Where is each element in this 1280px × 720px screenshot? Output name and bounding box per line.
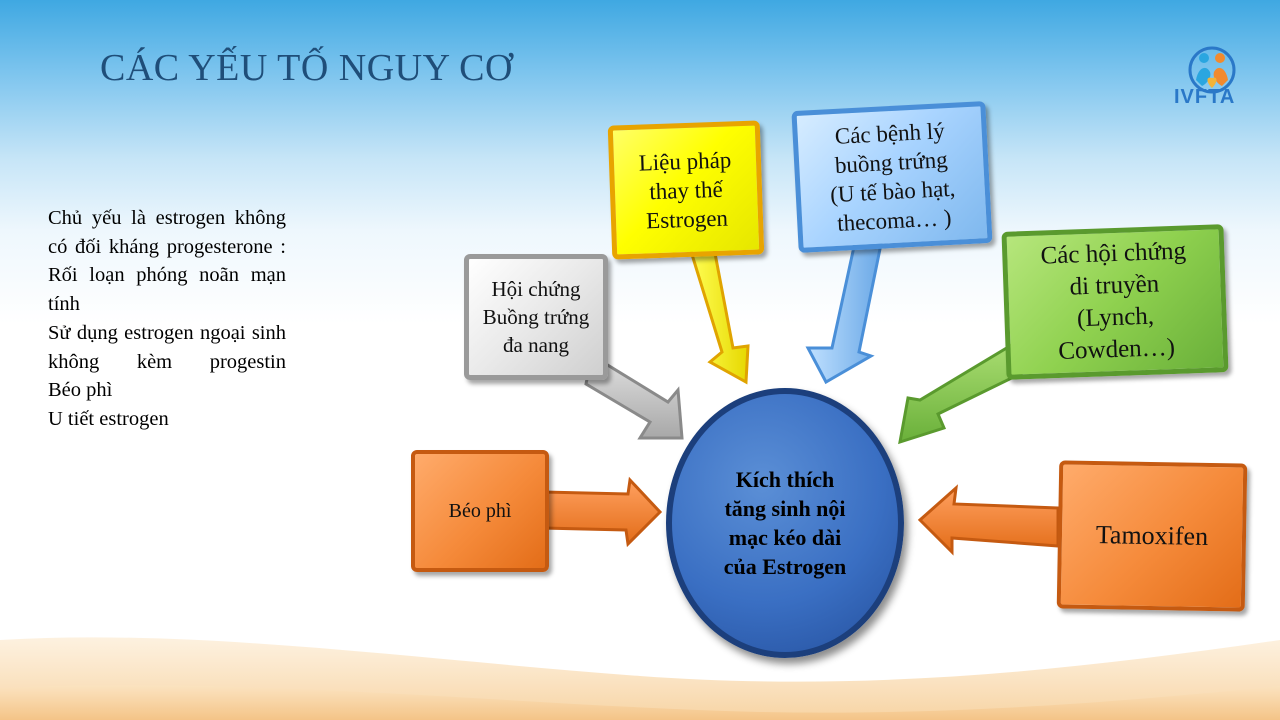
node-label: (Lynch, (1076, 302, 1155, 333)
center-label: mạc kéo dài (728, 525, 842, 550)
ivfta-logo-icon (1188, 46, 1236, 94)
bullet-item: Rối loạn phóng noãn mạn tính (48, 264, 286, 316)
node-label: đa nang (503, 333, 569, 357)
bullet-item: U tiết estrogen (48, 407, 169, 430)
node-obesity: Béo phì (411, 450, 549, 572)
arrow-orange-right (917, 484, 1060, 556)
node-label: Estrogen (645, 205, 729, 233)
arrow-yellow (687, 246, 750, 385)
node-label: Béo phì (448, 499, 512, 522)
center-node: Kích thích tăng sinh nội mạc kéo dài của… (666, 388, 904, 658)
bullet-item: Chủ yếu là estrogen không có đối kháng p… (48, 207, 286, 258)
node-pcos: Hội chứng Buồng trứng đa nang (464, 254, 608, 380)
node-label: di truyền (1069, 270, 1160, 301)
node-label: Các hội chứng (1040, 237, 1187, 270)
center-label: tăng sinh nội (724, 496, 846, 521)
arrow-blue (805, 240, 883, 385)
node-label: thay thế (648, 176, 724, 204)
node-genetic-syndromes: Các hội chứng di truyền (Lynch, Cowden…) (1001, 224, 1229, 380)
arrow-orange-left (541, 476, 663, 548)
node-hormone-therapy: Liệu pháp thay thế Estrogen (607, 120, 765, 260)
node-ovarian-diseases: Các bệnh lý buồng trứng (U tế bào hạt, t… (791, 101, 993, 253)
center-label: Kích thích (735, 467, 835, 492)
node-label: Cowden…) (1057, 333, 1176, 365)
bullet-list: Chủ yếu là estrogen không có đối kháng p… (48, 204, 286, 434)
node-label: Tamoxifen (1095, 520, 1209, 551)
center-label: của Estrogen (723, 554, 847, 579)
bullet-item: Sử dụng estrogen ngoại sinh không kèm pr… (48, 321, 286, 373)
node-label: thecoma… ) (836, 204, 953, 236)
node-label: Liệu pháp (638, 146, 732, 176)
logo-text: IVFTA (1174, 86, 1236, 108)
node-label: Buồng trứng (482, 305, 590, 329)
bullet-item: Béo phì (48, 379, 113, 402)
page-title: CÁC YẾU TỐ NGUY CƠ (100, 47, 513, 89)
node-tamoxifen: Tamoxifen (1056, 460, 1248, 612)
node-label: Hội chứng (491, 277, 581, 301)
arrow-gray (584, 339, 684, 440)
